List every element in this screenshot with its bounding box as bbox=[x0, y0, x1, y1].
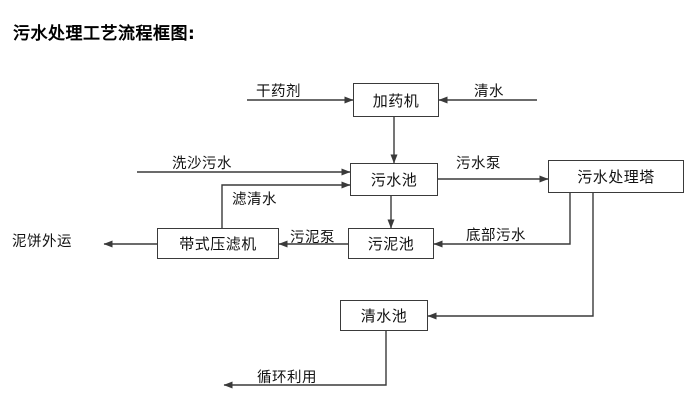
edge-label-sand-wash-sewage: 洗沙污水 bbox=[172, 156, 232, 172]
edge-label-sewage-pump: 污水泵 bbox=[456, 156, 501, 172]
node-clean-water-pool[interactable]: 清水池 bbox=[340, 300, 428, 331]
node-label: 污水处理塔 bbox=[577, 168, 655, 186]
connector-recycle-reuse bbox=[223, 331, 387, 389]
edge-label-bottom-sewage: 底部污水 bbox=[466, 228, 526, 244]
connector-filtrate-water bbox=[221, 181, 351, 228]
edge-label-clean-water-in: 清水 bbox=[474, 84, 504, 100]
edge-label-filtrate-water: 滤清水 bbox=[232, 192, 277, 208]
edge-label-sludge-pump: 污泥泵 bbox=[290, 230, 335, 246]
node-dosing-machine[interactable]: 加药机 bbox=[353, 83, 439, 117]
node-sewage-pool[interactable]: 污水池 bbox=[350, 163, 438, 196]
node-belt-filter-press[interactable]: 带式压滤机 bbox=[157, 228, 279, 259]
node-label: 加药机 bbox=[372, 91, 420, 110]
endpoint-label-mud-cake-out: 泥饼外运 bbox=[12, 234, 72, 250]
node-label: 带式压滤机 bbox=[179, 235, 257, 253]
node-sludge-pool[interactable]: 污泥池 bbox=[348, 228, 434, 259]
node-label: 清水池 bbox=[360, 307, 408, 325]
node-treatment-tower[interactable]: 污水处理塔 bbox=[548, 160, 684, 193]
page-title: 污水处理工艺流程框图: bbox=[13, 24, 196, 44]
edge-label-recycle-reuse: 循环利用 bbox=[257, 370, 317, 386]
connector-bottom-sewage bbox=[433, 193, 571, 248]
node-label: 污泥池 bbox=[367, 235, 415, 253]
node-label: 污水池 bbox=[370, 171, 418, 189]
edge-label-dry-reagent: 干药剂 bbox=[256, 84, 301, 100]
connector-tower-to-clean-water-pool bbox=[427, 193, 594, 320]
